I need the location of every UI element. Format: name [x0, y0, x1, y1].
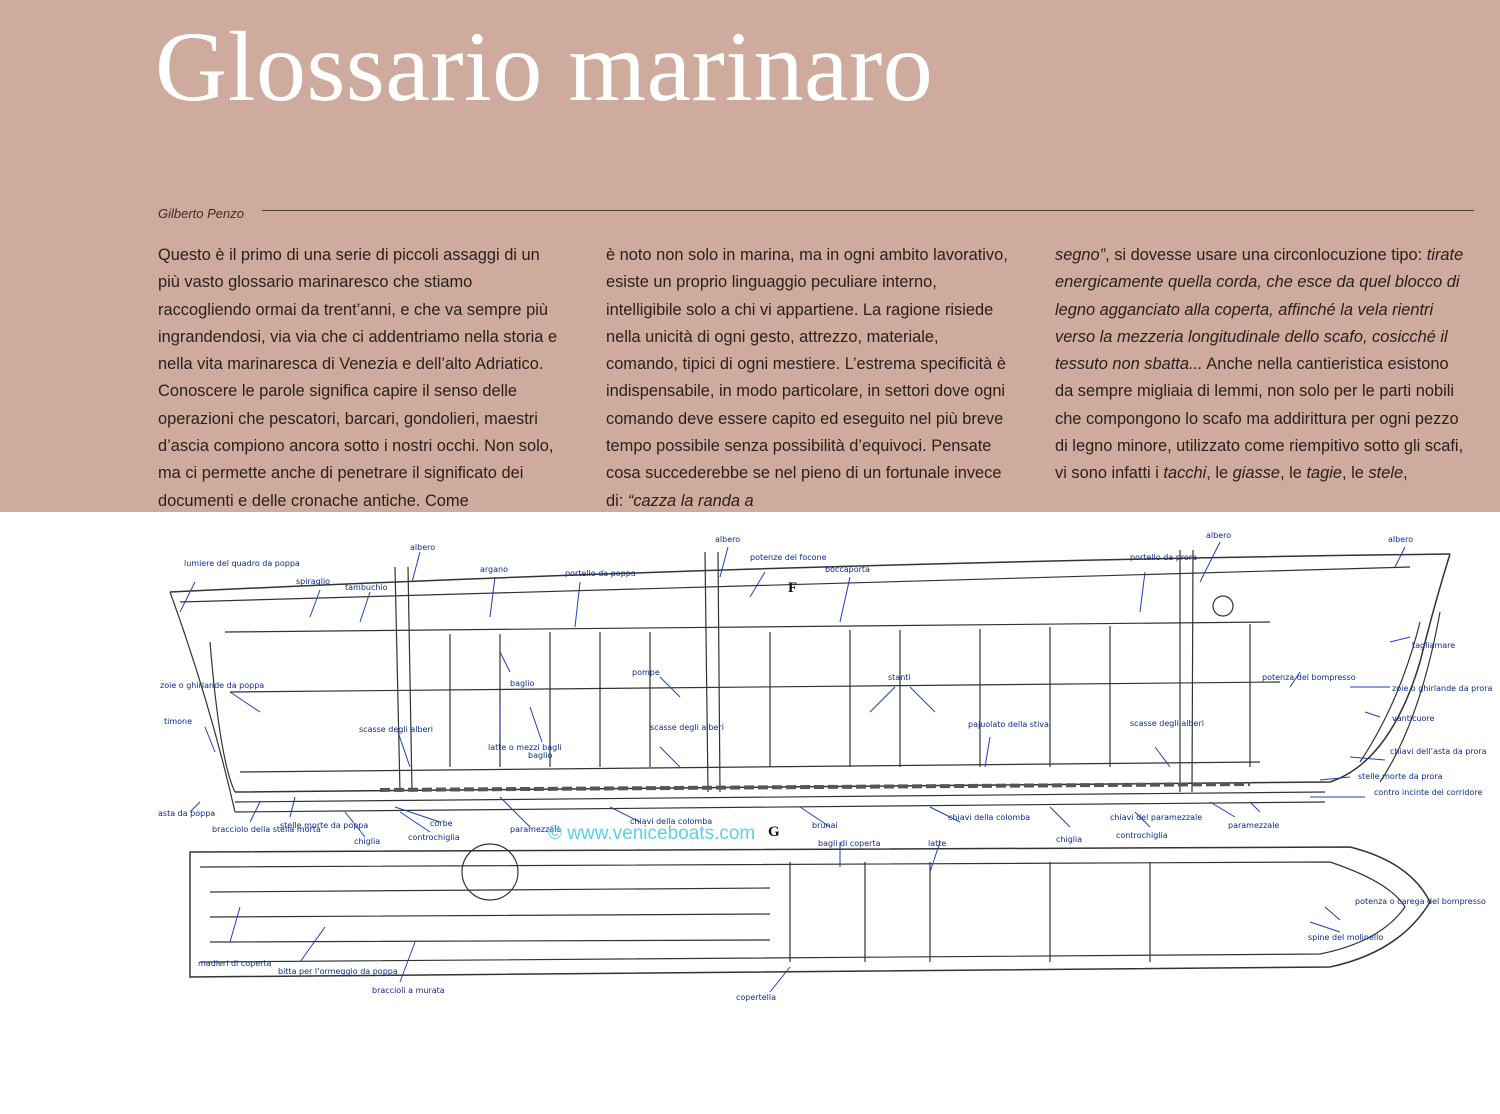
label-chiavi-asta-prora: chiavi dell’asta da prora	[1390, 747, 1487, 756]
label-chiavi-paramezzale: chiavi del paramezzale	[1110, 813, 1202, 822]
header-band	[0, 0, 1500, 512]
label-bitta-ormeggio: bitta per l’ormeggio da poppa	[278, 967, 398, 976]
term-tacchi: tacchi	[1163, 464, 1207, 483]
separator: , le	[1206, 464, 1233, 483]
label-scasse-alberi-1: scasse degli alberi	[359, 725, 433, 734]
text-column-3: segno”, si dovesse usare una circonlocuz…	[1055, 242, 1465, 488]
column-2-quote: “cazza la randa a	[627, 491, 754, 510]
label-tagliamare: tagliamare	[1412, 641, 1455, 650]
label-pompe: pompe	[632, 668, 660, 677]
page-title: Glossario marinaro	[155, 11, 934, 122]
column-3-text-2: Anche nella cantieristica esistono da se…	[1055, 355, 1464, 483]
label-stanti: stanti	[888, 673, 911, 682]
label-copertella: copertella	[736, 993, 776, 1002]
label-potenza-carega-bompresso: potenza o carega del bompresso	[1355, 897, 1486, 906]
label-madieri-coperta: madieri di coperta	[198, 959, 272, 968]
label-albero-4: albero	[1388, 535, 1413, 544]
ship-cross-section-diagram: F G lumiere del quadro da poppa	[150, 522, 1500, 1012]
label-vanticuore: vanticuore	[1392, 714, 1435, 723]
label-portello-prora: portello da prora	[1130, 553, 1197, 562]
author-byline: Gilberto Penzo	[158, 206, 244, 221]
label-stelle-morte-prora: stelle morte da prora	[1358, 772, 1443, 781]
label-corbe: corbe	[430, 819, 453, 828]
label-asta-poppa: asta da poppa	[158, 809, 215, 818]
section-letter-g: G	[768, 824, 780, 840]
label-controchiglia-2: controchiglia	[1116, 831, 1168, 840]
label-pajuolato-stiva: pajuolato della stiva	[968, 720, 1049, 729]
label-albero-3: albero	[1206, 531, 1231, 540]
label-chiavi-colomba-1: chiavi della colomba	[630, 817, 712, 826]
separator: ,	[1403, 464, 1408, 483]
label-portello-poppa: portello da poppa	[565, 569, 636, 578]
label-spiraglio: spiraglio	[296, 577, 330, 586]
term-tagie: tagie	[1306, 464, 1343, 483]
term-giasse: giasse	[1232, 464, 1281, 483]
label-paramezzale-1: paramezzale	[510, 825, 561, 834]
watermark: © www.veniceboats.com	[548, 823, 756, 844]
label-zoie-poppa: zoie o ghirlande da poppa	[160, 681, 264, 690]
circumlocution-quote: tirate energicamente quella corda, che e…	[1055, 246, 1464, 374]
label-stelle-morte-poppa: stelle morte da poppa	[280, 821, 368, 830]
label-tambuchio: tambuchio	[345, 583, 388, 592]
label-chiavi-colomba-2: chiavi della colomba	[948, 813, 1030, 822]
label-albero-1: albero	[410, 543, 435, 552]
label-zoie-prora: zoie o ghirlande da prora	[1392, 684, 1493, 693]
label-brunai: brunai	[812, 821, 838, 830]
section-letter-f: F	[788, 580, 797, 596]
label-potenze-focone: potenze del focone	[750, 553, 827, 562]
term-stele: stele	[1368, 464, 1404, 483]
label-contro-incinte-corridore: contro incinte del corridore	[1374, 788, 1482, 797]
label-latte-mezzi-bagli: latte o mezzi bagli	[488, 743, 562, 752]
separator: , le	[1280, 464, 1307, 483]
label-boccaporta: boccaporta	[825, 565, 870, 574]
label-lumiere-quadro-poppa: lumiere del quadro da poppa	[184, 559, 300, 568]
text-column-1: Questo è il primo di una serie di piccol…	[158, 242, 560, 515]
label-baglio-1: baglio	[510, 679, 535, 688]
label-bagli-coperta: bagli di coperta	[818, 839, 881, 848]
label-braccioli-murata: braccioli a murata	[372, 986, 445, 995]
label-chiglia-1: chiglia	[354, 837, 380, 846]
label-albero-2: albero	[715, 535, 740, 544]
quote-end: segno”	[1055, 246, 1106, 264]
label-paramezzale-2: paramezzale	[1228, 821, 1279, 830]
label-latte: latte	[928, 839, 946, 848]
label-scasse-alberi-2: scasse degli alberi	[650, 723, 724, 732]
separator: , le	[1342, 464, 1369, 483]
byline-rule	[262, 210, 1474, 211]
column-1-text: Questo è il primo di una serie di piccol…	[158, 246, 558, 510]
label-scasse-alberi-3: scasse degli alberi	[1130, 719, 1204, 728]
label-potenza-bompresso: potenza del bompresso	[1262, 673, 1356, 682]
label-spine-molinello: spine del molinello	[1308, 933, 1383, 942]
label-timone: timone	[164, 717, 192, 726]
label-controchiglia-1: controchiglia	[408, 833, 460, 842]
column-2-body: è noto non solo in marina, ma in ogni am…	[606, 246, 1008, 510]
column-3-text-1: , si dovesse usare una circonlocuzione t…	[1105, 246, 1427, 264]
column-3-text: segno”, si dovesse usare una circonlocuz…	[1055, 242, 1465, 488]
label-argano: argano	[480, 565, 508, 574]
label-bracciolo-stella-morta: bracciolo della stella morta	[212, 825, 321, 834]
label-baglio-2: baglio	[528, 751, 553, 760]
ship-drawing: F G lumiere del quadro da poppa	[158, 531, 1493, 1002]
text-column-2: è noto non solo in marina, ma in ogni am…	[606, 242, 1008, 515]
column-2-text: è noto non solo in marina, ma in ogni am…	[606, 242, 1008, 515]
label-chiglia-2: chiglia	[1056, 835, 1082, 844]
